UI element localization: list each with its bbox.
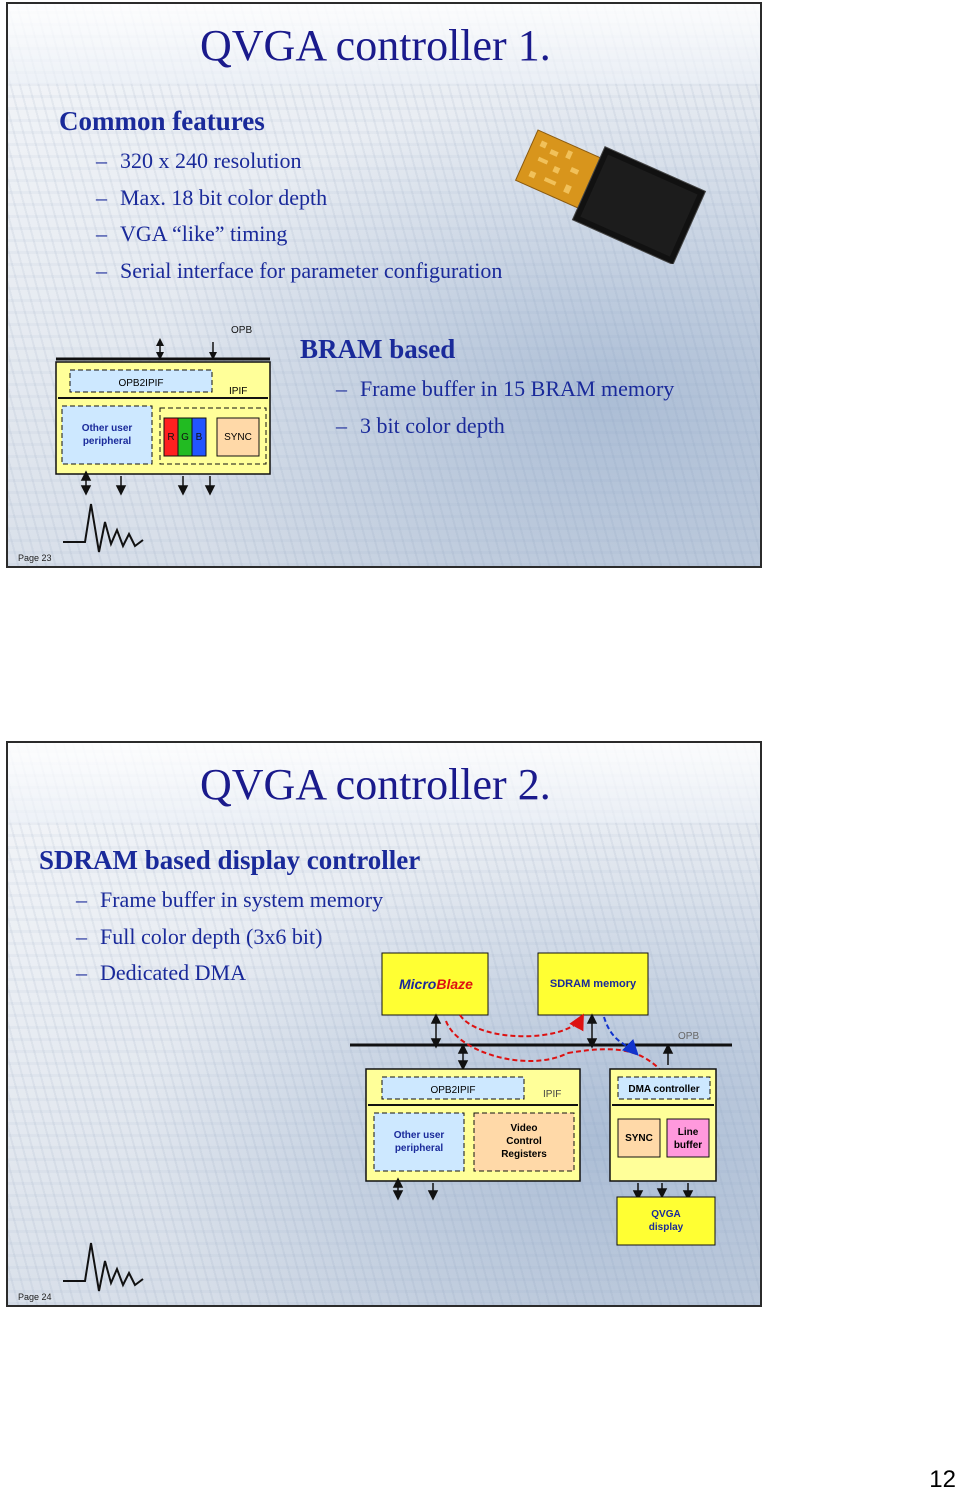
- bullet-item: –3 bit color depth: [336, 412, 505, 438]
- sync-box: [617, 1118, 661, 1158]
- sheet-page-number: 12: [929, 1466, 956, 1493]
- page-label: Page 23: [18, 553, 52, 563]
- svg-text:Other user: Other user: [394, 1130, 445, 1141]
- opb2ipif-box: [381, 1076, 525, 1100]
- opb-label: OPB: [231, 325, 252, 336]
- video-control-registers: [473, 1112, 575, 1172]
- sync-box: [216, 417, 260, 457]
- slide-1: QVGA controller 1. Common features –320 …: [6, 2, 762, 568]
- bullet-item: –Dedicated DMA: [76, 960, 247, 985]
- bullet-item: –320 x 240 resolution: [96, 148, 302, 173]
- svg-text:B: B: [196, 432, 203, 443]
- svg-text:display: display: [649, 1222, 684, 1233]
- waveform-logo-icon: [63, 503, 144, 553]
- svg-text:OPB: OPB: [678, 1031, 699, 1042]
- svg-text:Other user: Other user: [82, 423, 133, 434]
- bullet-list: –Frame buffer in system memory –Full col…: [76, 887, 383, 997]
- other-user-peripheral: [61, 405, 153, 465]
- bullet-item: –Full color depth (3x6 bit): [76, 923, 323, 949]
- qvga-display-box: [616, 1196, 716, 1246]
- svg-text:Line: Line: [678, 1127, 699, 1138]
- slide-2: QVGA controller 2. SDRAM based display c…: [6, 741, 762, 1307]
- bullet-item: –VGA “like” timing: [96, 221, 288, 246]
- svg-text:QVGA: QVGA: [651, 1209, 680, 1220]
- svg-text:SYNC: SYNC: [625, 1133, 653, 1144]
- svg-text:buffer: buffer: [674, 1140, 702, 1151]
- slide-title: QVGA controller 2.: [200, 760, 551, 809]
- svg-text:MicroBlaze: MicroBlaze: [399, 976, 473, 992]
- opb2ipif-box: [69, 369, 213, 393]
- other-user-peripheral: [373, 1112, 465, 1172]
- svg-text:R: R: [167, 432, 174, 443]
- lcd-module-image: [514, 129, 707, 264]
- section-heading: SDRAM based display controller: [39, 845, 421, 875]
- bullet-item: –Max. 18 bit color depth: [96, 184, 328, 210]
- waveform-logo-icon: [63, 1242, 144, 1292]
- svg-text:IPIF: IPIF: [229, 386, 247, 397]
- line-buffer-box: [666, 1118, 710, 1158]
- title-bar: [8, 4, 760, 84]
- page-label: Page 24: [18, 1292, 52, 1302]
- slide-title: QVGA controller 1.: [200, 21, 551, 70]
- svg-text:SYNC: SYNC: [224, 432, 252, 443]
- svg-text:Registers: Registers: [501, 1149, 547, 1160]
- section-heading: Common features: [59, 106, 265, 136]
- svg-text:Video: Video: [510, 1123, 537, 1134]
- bullet-list: –320 x 240 resolution –Max. 18 bit color…: [96, 148, 502, 294]
- svg-text:peripheral: peripheral: [83, 436, 132, 447]
- svg-text:DMA controller: DMA controller: [628, 1084, 699, 1095]
- title-bar: [8, 743, 760, 823]
- svg-text:OPB2IPIF: OPB2IPIF: [118, 378, 163, 389]
- sdram-memory-box: [537, 952, 649, 1016]
- svg-text:SDRAM memory: SDRAM memory: [550, 978, 637, 990]
- microblaze-box: [381, 952, 489, 1016]
- svg-text:IPIF: IPIF: [543, 1089, 561, 1100]
- svg-text:peripheral: peripheral: [395, 1143, 444, 1154]
- bullet-item: –Frame buffer in 15 BRAM memory: [336, 376, 675, 401]
- b-channel: [191, 417, 207, 457]
- svg-text:Control: Control: [506, 1136, 542, 1147]
- bullet-item: –Frame buffer in system memory: [76, 887, 384, 912]
- svg-text:G: G: [181, 432, 189, 443]
- svg-text:OPB2IPIF: OPB2IPIF: [430, 1085, 475, 1096]
- section-heading-2: BRAM based: [300, 334, 456, 364]
- bullet-item: –Serial interface for parameter configur…: [96, 257, 503, 283]
- block-diagram-2: MicroBlaze SDRAM memory OPB OPB2IPIF IPI…: [350, 952, 732, 1246]
- block-diagram-1: OPB OPB2IPIF IPIF Other user peripheral …: [55, 325, 271, 496]
- dma-controller-box: [617, 1076, 711, 1100]
- bullet-list-2: –Frame buffer in 15 BRAM memory –3 bit c…: [336, 376, 674, 449]
